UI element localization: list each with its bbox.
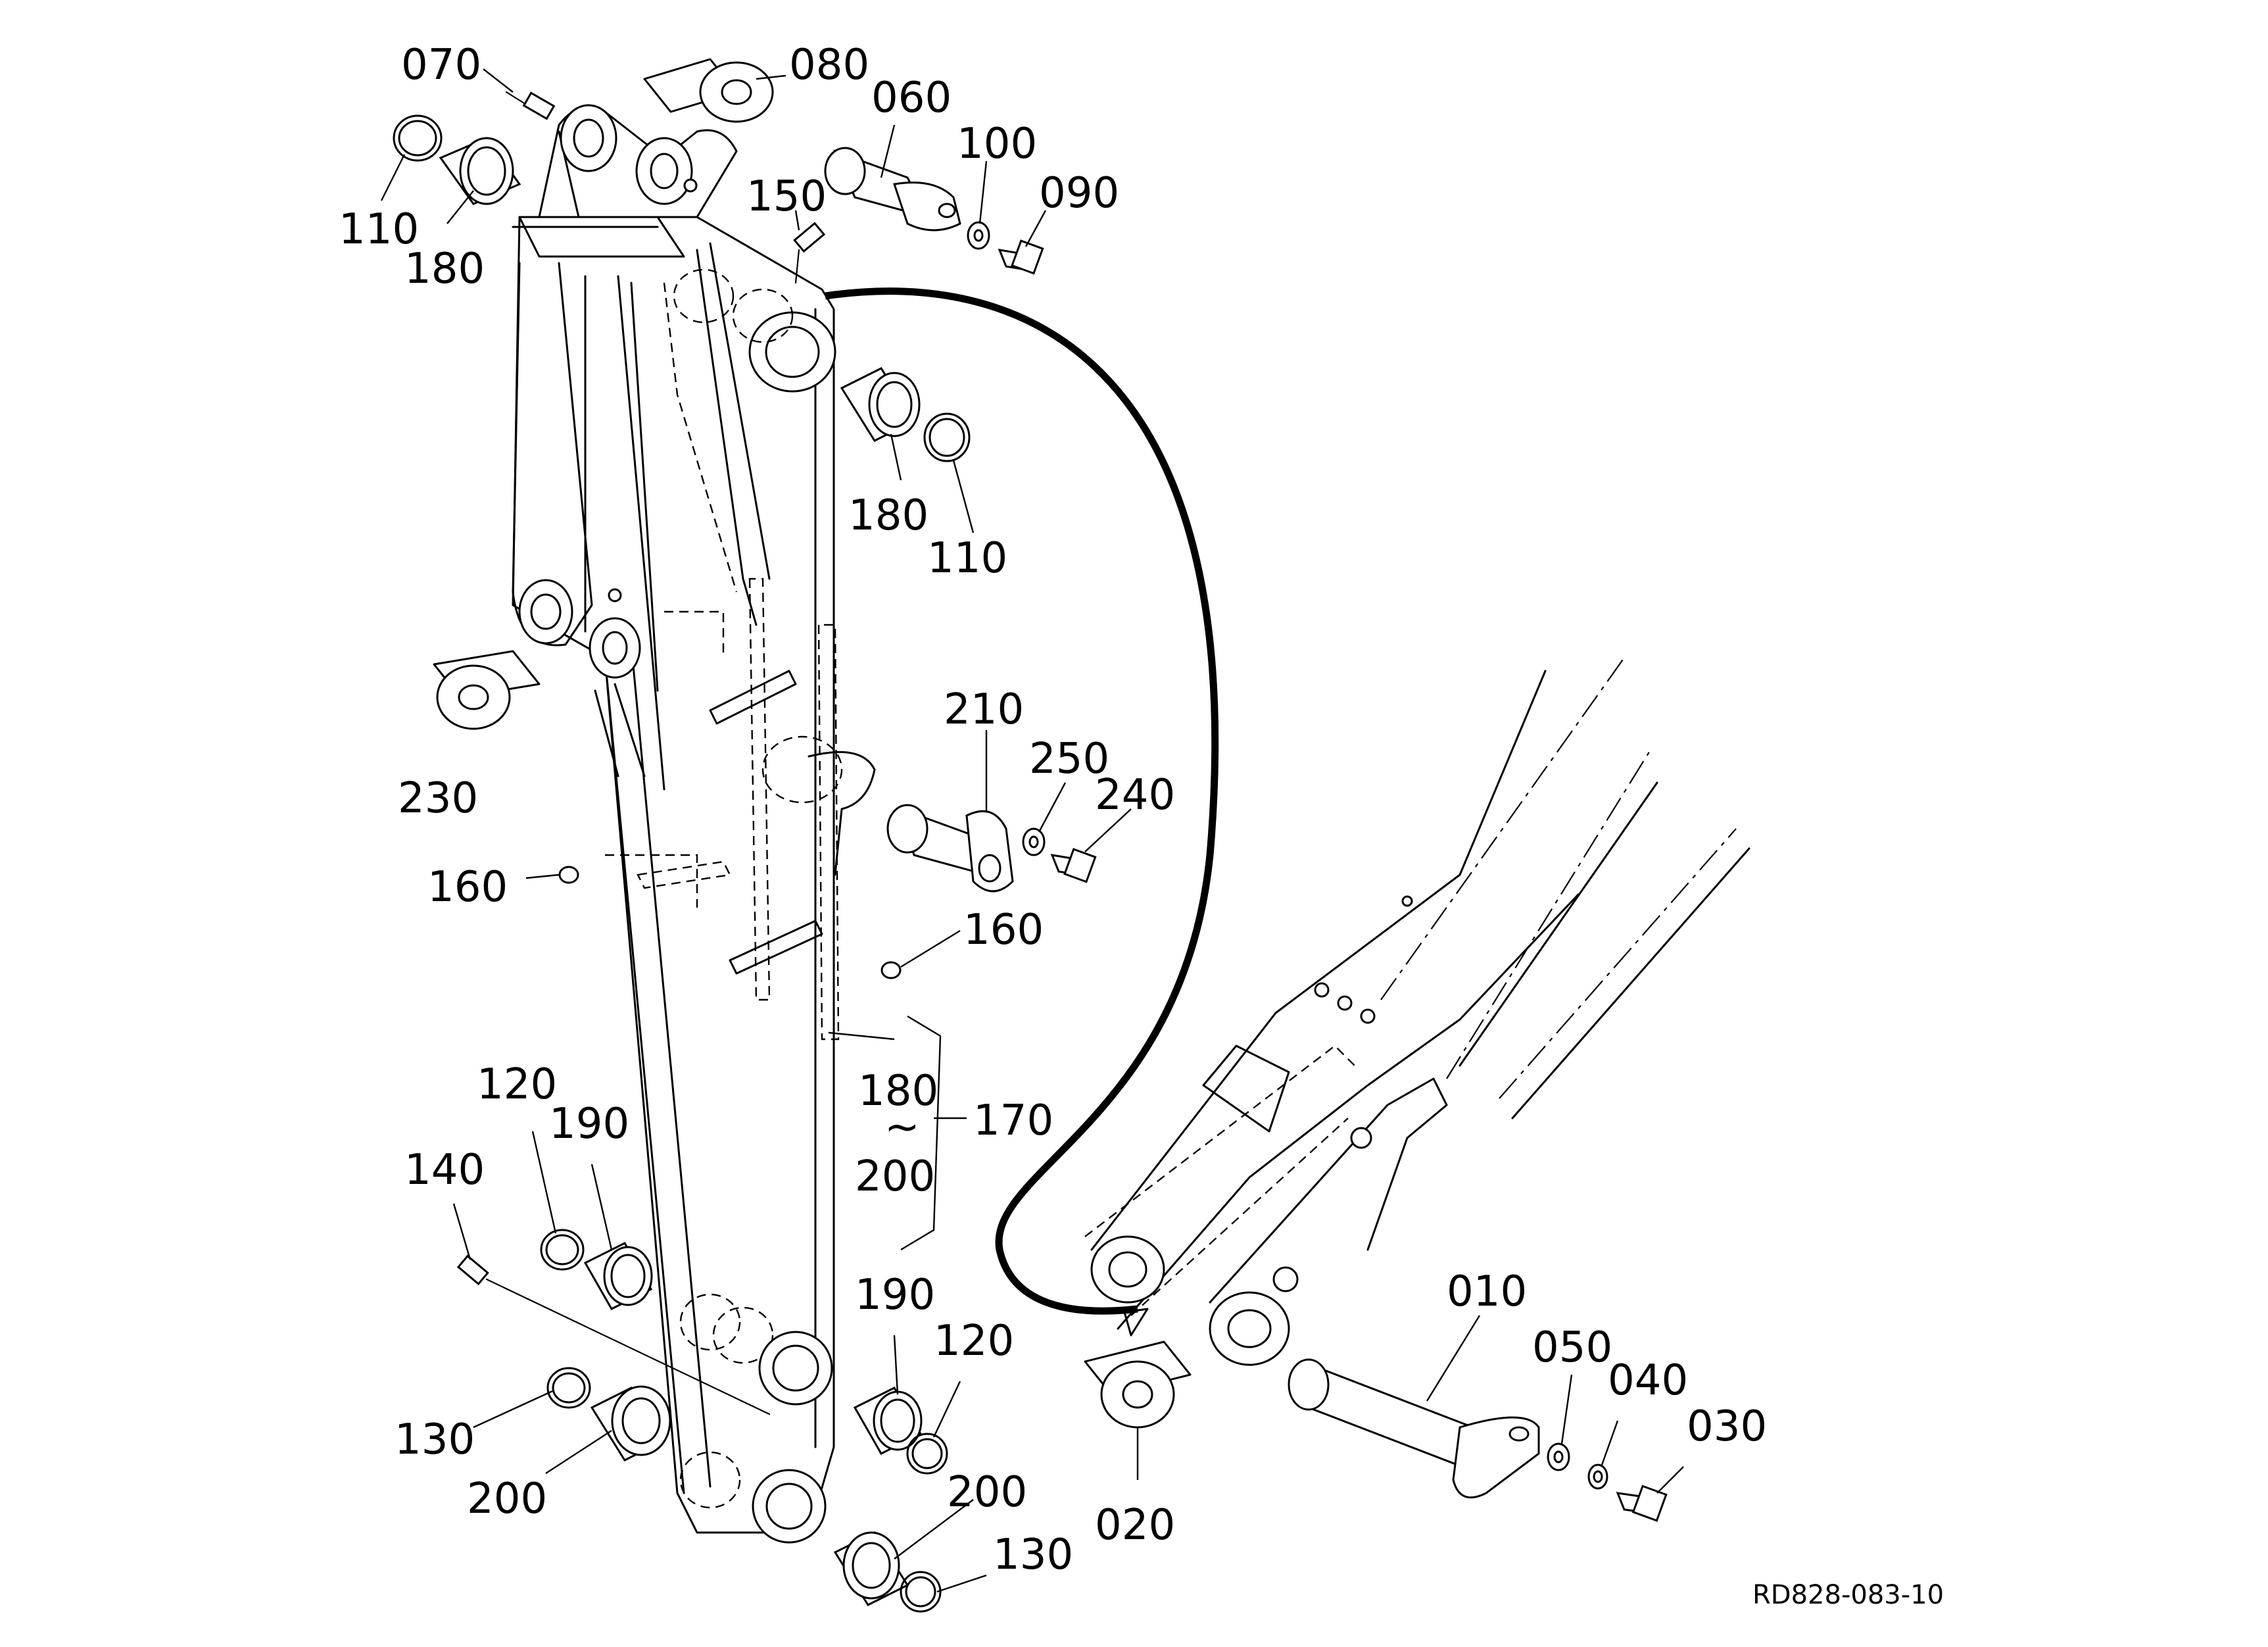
label-240: 240 <box>1095 771 1175 820</box>
part-120-ring-right <box>906 1433 948 1475</box>
arm-assembly <box>512 104 876 1544</box>
part-250-washer <box>1022 827 1046 856</box>
leader-lines <box>380 68 1684 1593</box>
part-210-pin <box>886 804 1014 893</box>
part-100-washer <box>967 221 990 250</box>
label-190-right: 190 <box>855 1271 935 1319</box>
label-150: 150 <box>746 172 827 221</box>
label-060: 060 <box>871 74 952 122</box>
part-180-bushing-mid <box>840 367 921 442</box>
drawing-reference: RD828-083-10 <box>1752 1580 1944 1610</box>
part-190-bushing-right <box>853 1387 923 1455</box>
label-180-mid: 180 <box>848 491 929 540</box>
label-190-left: 190 <box>549 1100 629 1148</box>
part-030-bolt <box>1616 1485 1668 1522</box>
boom-assembly <box>1084 657 1750 1366</box>
label-200-right: 200 <box>947 1468 1027 1517</box>
part-200-bushing-left <box>590 1385 671 1462</box>
label-200-left: 200 <box>467 1475 547 1523</box>
part-120-ring-left <box>540 1229 585 1271</box>
label-120-right: 120 <box>934 1317 1014 1365</box>
part-040-spring-washer <box>1587 1463 1608 1490</box>
part-140-grease-fitting <box>456 1254 771 1415</box>
part-080-shim <box>643 58 774 123</box>
label-120-left: 120 <box>477 1060 557 1109</box>
label-110-mid: 110 <box>927 534 1007 583</box>
label-050: 050 <box>1532 1323 1612 1372</box>
label-020: 020 <box>1095 1501 1175 1550</box>
label-230: 230 <box>398 774 478 823</box>
label-110-top: 110 <box>339 205 419 254</box>
label-250: 250 <box>1029 735 1109 783</box>
label-030: 030 <box>1687 1402 1767 1451</box>
label-160-left: 160 <box>427 863 508 912</box>
label-130-left: 130 <box>395 1415 475 1464</box>
label-range-sep: ~ <box>884 1103 920 1152</box>
part-090-bolt <box>998 239 1044 275</box>
label-170: 170 <box>973 1096 1053 1145</box>
part-020-shim <box>1084 1340 1192 1429</box>
label-160-right: 160 <box>963 906 1044 954</box>
part-160-washer-left <box>558 866 579 884</box>
label-200-range: 200 <box>855 1152 935 1201</box>
label-040: 040 <box>1608 1356 1688 1405</box>
label-010: 010 <box>1447 1267 1527 1316</box>
part-070-grease-fitting <box>505 91 556 120</box>
part-180-bushing-top <box>439 137 521 205</box>
part-240-bolt <box>1050 848 1097 883</box>
part-190-bushing-left <box>583 1242 653 1310</box>
part-050-washer <box>1547 1442 1570 1471</box>
part-labels: 070 080 060 100 090 110 180 150 180 110 … <box>339 41 1944 1610</box>
part-200-bushing-right <box>833 1531 909 1606</box>
part-150-grease-fitting <box>793 222 826 284</box>
label-080: 080 <box>789 41 869 89</box>
part-110-ring-mid <box>923 412 971 462</box>
part-130-ring-left <box>546 1367 591 1409</box>
part-160-washer-right <box>881 961 902 979</box>
part-010-pin <box>1288 1358 1540 1499</box>
part-130-ring-right <box>900 1571 942 1613</box>
label-180-top: 180 <box>404 245 485 293</box>
label-070: 070 <box>401 41 481 89</box>
hydraulic-hose <box>825 287 1219 1315</box>
part-060-pin <box>824 147 961 232</box>
label-210: 210 <box>944 685 1024 734</box>
part-230-shim <box>433 650 541 730</box>
label-180-range: 180 <box>858 1067 938 1116</box>
label-130-right: 130 <box>993 1531 1073 1579</box>
label-140: 140 <box>404 1146 485 1194</box>
label-100: 100 <box>957 120 1037 168</box>
parts <box>393 58 1668 1613</box>
label-090: 090 <box>1039 169 1119 218</box>
part-110-ring-top <box>393 114 443 162</box>
